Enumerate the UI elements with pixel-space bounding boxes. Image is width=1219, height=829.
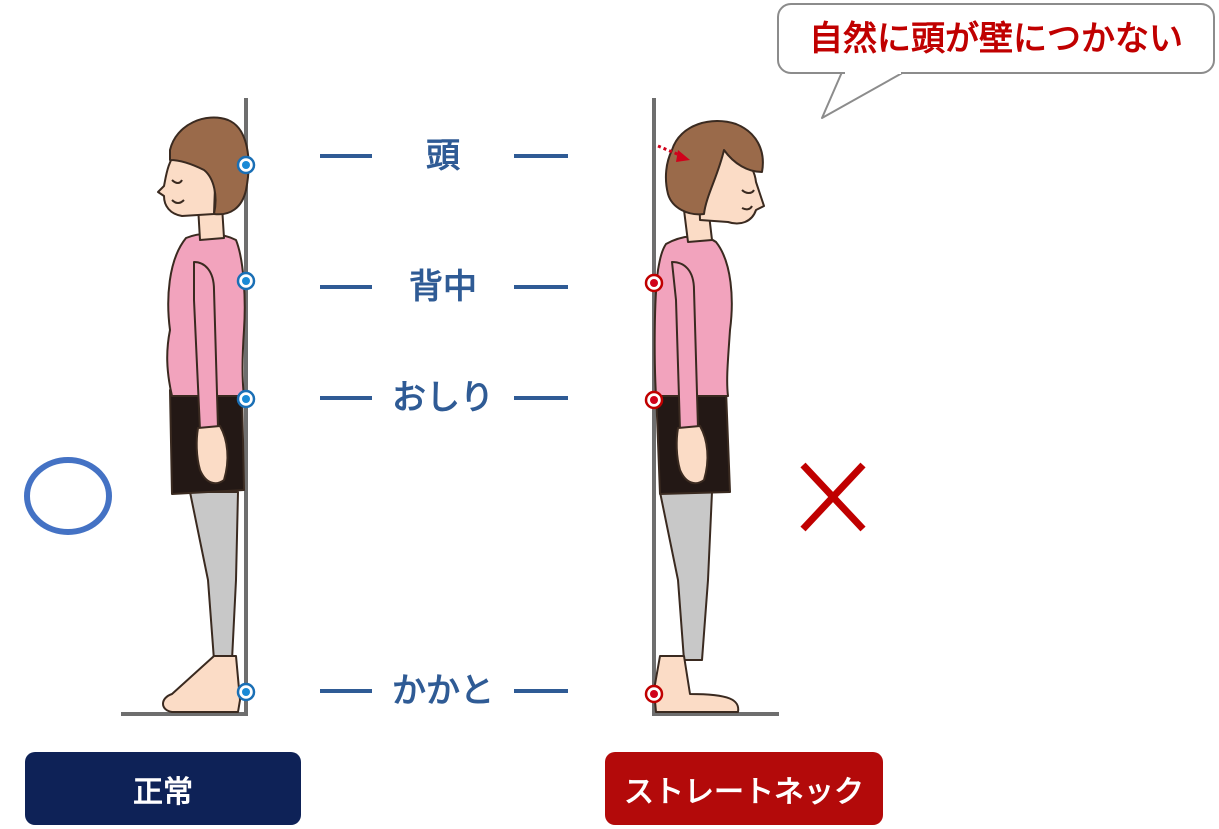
figure-normal-foot bbox=[162, 655, 241, 713]
label-hip: おしり bbox=[392, 378, 494, 418]
label-back: 背中 bbox=[409, 267, 477, 307]
figure-neck-hair bbox=[664, 120, 764, 216]
label-dashes bbox=[320, 154, 568, 693]
markers-straight-neck bbox=[644, 273, 664, 704]
figure-neck-foot bbox=[653, 655, 740, 713]
figure-normal-legs bbox=[189, 491, 239, 661]
figure-neck-hand bbox=[675, 425, 709, 485]
figure-neck-legs bbox=[659, 491, 713, 661]
figure-normal-hand bbox=[195, 425, 229, 485]
bubble-tail bbox=[821, 71, 905, 119]
figure-normal bbox=[157, 116, 250, 713]
figure-straight-neck bbox=[653, 120, 765, 713]
head-gap-arrow bbox=[657, 144, 690, 162]
bubble-tail-joint bbox=[845, 70, 901, 74]
correct-circle-mark bbox=[24, 457, 112, 535]
normal-posture-label: 正常 bbox=[133, 774, 193, 810]
wrong-cross-mark bbox=[800, 462, 866, 532]
figure-normal-hair bbox=[169, 116, 250, 216]
markers-normal bbox=[236, 155, 256, 702]
straight-neck-button[interactable]: ストレートネック bbox=[605, 752, 883, 825]
speech-bubble-text: 自然に頭が壁につかない bbox=[809, 19, 1183, 59]
label-head: 頭 bbox=[426, 136, 460, 176]
normal-posture-button[interactable]: 正常 bbox=[25, 752, 301, 825]
speech-bubble: 自然に頭が壁につかない bbox=[777, 3, 1215, 74]
straight-neck-label: ストレートネック bbox=[624, 774, 864, 810]
label-heel: かかと bbox=[392, 671, 494, 711]
